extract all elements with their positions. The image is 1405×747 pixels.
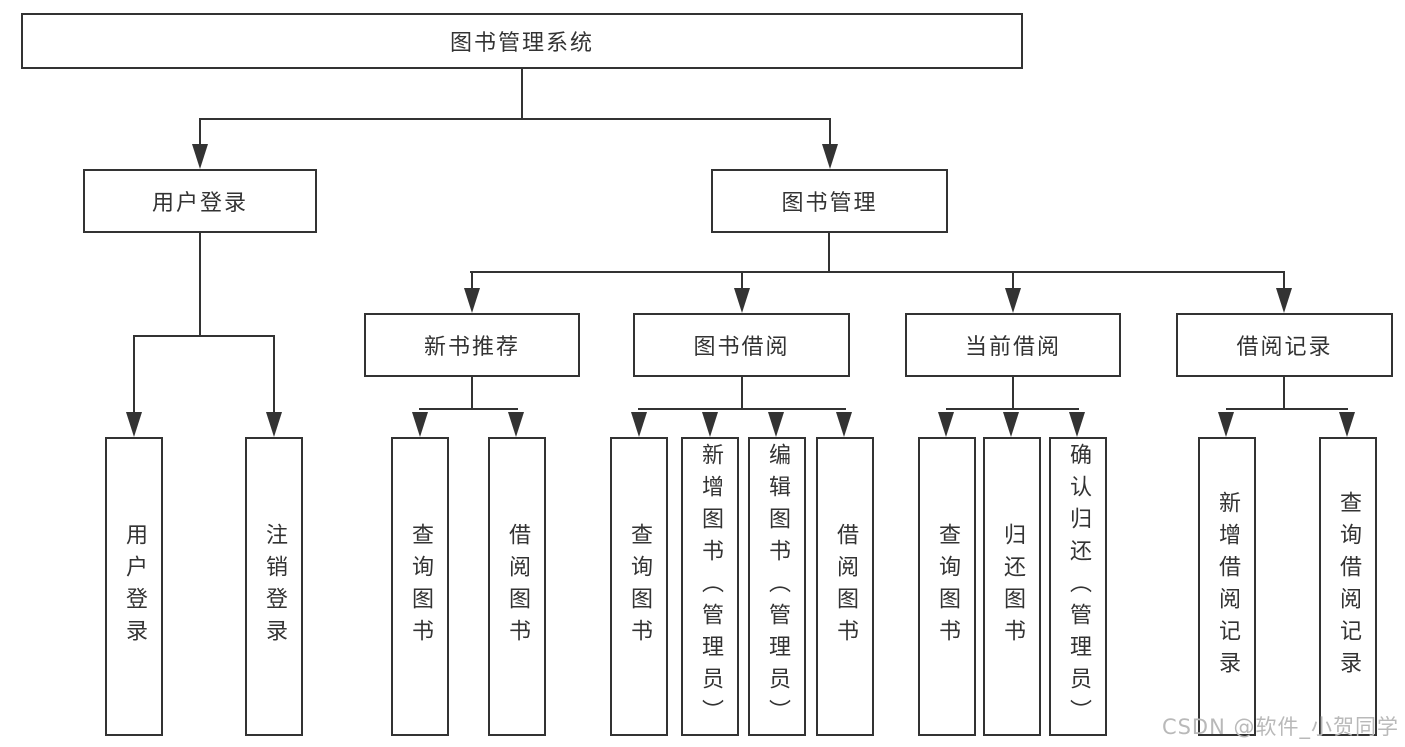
watermark: CSDN @软件_小贺同学 <box>1161 715 1399 739</box>
arrowhead-current-borrowing-icon <box>1005 288 1021 313</box>
connector-to-current-borrowing <box>1012 271 1014 291</box>
leaf-cb-return-books: 归还图书 <box>983 437 1041 736</box>
leaf-logout: 注销登录 <box>245 437 303 736</box>
connector-root-split <box>199 118 831 120</box>
arrowhead-book-management-icon <box>822 144 838 169</box>
node-book-borrowing: 图书借阅 <box>633 313 850 377</box>
connector-new-book-stem <box>471 377 473 408</box>
connector-root-stem <box>521 69 523 118</box>
arrowhead-cb-confirm-icon <box>1069 412 1085 437</box>
connector-book-borrowing-stem <box>741 377 743 408</box>
arrowhead-leaf-logout-icon <box>266 412 282 437</box>
connector-to-book-borrowing <box>741 271 743 291</box>
arrowhead-nb-query-icon <box>412 412 428 437</box>
connector-to-user-login <box>199 118 201 148</box>
arrowhead-br-add-icon <box>1218 412 1234 437</box>
node-borrowing-records: 借阅记录 <box>1176 313 1393 377</box>
arrowhead-borrowing-records-icon <box>1276 288 1292 313</box>
arrowhead-br-query-icon <box>1339 412 1355 437</box>
connector-book-borrowing-split <box>638 408 846 410</box>
connector-to-new-book <box>471 271 473 291</box>
leaf-cb-confirm-return: 确认归还（管理员） <box>1049 437 1107 736</box>
leaf-bb-edit-books-admin: 编辑图书（管理员） <box>748 437 806 736</box>
arrowhead-nb-borrow-icon <box>508 412 524 437</box>
node-root: 图书管理系统 <box>21 13 1023 69</box>
leaf-nb-query-books: 查询图书 <box>391 437 449 736</box>
leaf-nb-borrow-books: 借阅图书 <box>488 437 546 736</box>
node-user-login: 用户登录 <box>83 169 317 233</box>
connector-to-borrowing-records <box>1283 271 1285 291</box>
leaf-br-add-record: 新增借阅记录 <box>1198 437 1256 736</box>
arrowhead-bb-edit-icon <box>768 412 784 437</box>
leaf-bb-borrow-books: 借阅图书 <box>816 437 874 736</box>
leaf-br-query-record: 查询借阅记录 <box>1319 437 1377 736</box>
node-current-borrowing: 当前借阅 <box>905 313 1121 377</box>
connector-current-borrowing-stem <box>1012 377 1014 408</box>
connector-to-leaf-logout <box>273 335 275 414</box>
connector-user-login-split <box>133 335 274 337</box>
connector-borrowing-records-split <box>1226 408 1348 410</box>
arrowhead-leaf-user-login-icon <box>126 412 142 437</box>
connector-to-leaf-user-login <box>133 335 135 414</box>
connector-book-management-stem <box>828 233 830 273</box>
connector-to-book-management <box>829 118 831 148</box>
arrowhead-bb-query-icon <box>631 412 647 437</box>
connector-user-login-stem <box>199 233 201 335</box>
arrowhead-cb-query-icon <box>938 412 954 437</box>
arrowhead-book-borrowing-icon <box>734 288 750 313</box>
connector-book-management-split <box>470 271 1285 273</box>
node-new-book-recommend: 新书推荐 <box>364 313 580 377</box>
arrowhead-bb-add-icon <box>702 412 718 437</box>
leaf-bb-add-books-admin: 新增图书（管理员） <box>681 437 739 736</box>
connector-new-book-split <box>419 408 518 410</box>
leaf-cb-query-books: 查询图书 <box>918 437 976 736</box>
arrowhead-new-book-icon <box>464 288 480 313</box>
leaf-bb-query-books: 查询图书 <box>610 437 668 736</box>
node-book-management: 图书管理 <box>711 169 948 233</box>
connector-current-borrowing-split <box>946 408 1079 410</box>
arrowhead-cb-return-icon <box>1003 412 1019 437</box>
arrowhead-bb-borrow-icon <box>836 412 852 437</box>
arrowhead-user-login-icon <box>192 144 208 169</box>
connector-borrowing-records-stem <box>1283 377 1285 408</box>
leaf-user-login: 用户登录 <box>105 437 163 736</box>
